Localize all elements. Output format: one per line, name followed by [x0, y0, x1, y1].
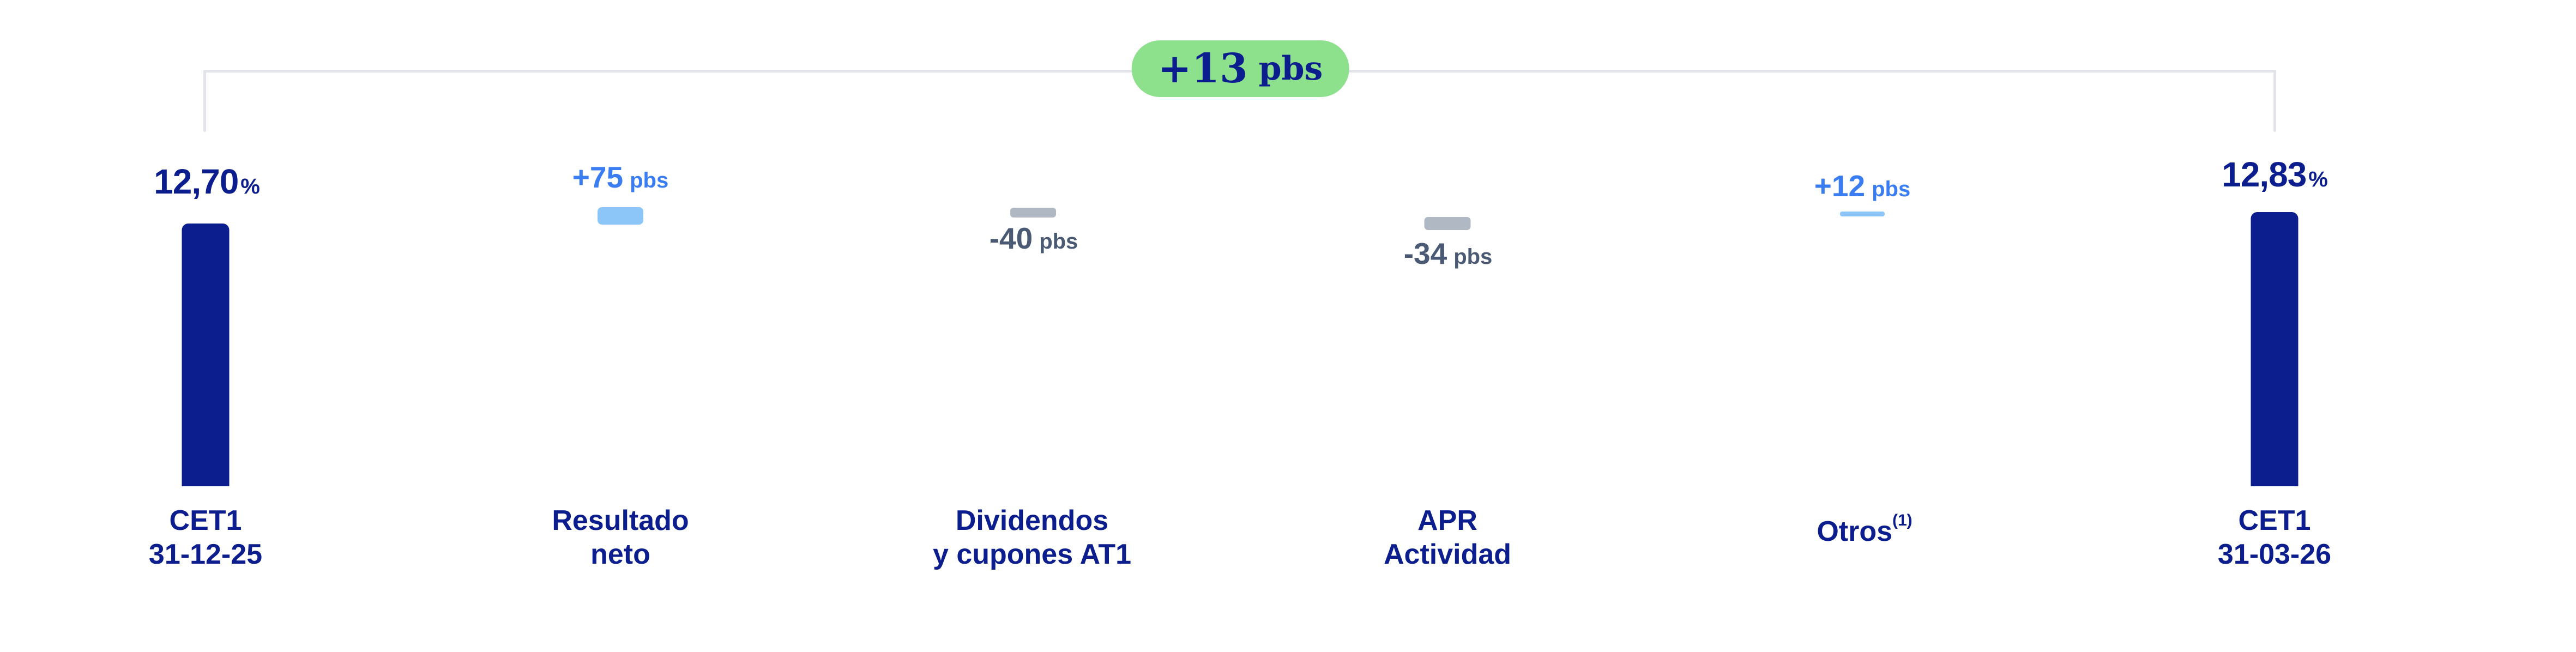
category-label-dividendos-cupones: Dividendos y cupones AT1 [933, 504, 1131, 571]
footnote-superscript: (1) [1892, 511, 1913, 529]
category-line1: Resultado [552, 505, 689, 536]
bar-cet1-31-03-26 [2251, 212, 2299, 486]
delta-bar-resultado-neto [598, 207, 643, 225]
category-label-apr-actividad: APR Actividad [1384, 504, 1511, 571]
delta-bar-dividendos-cupones [1010, 208, 1056, 218]
net-change-badge: +13 pbs [1131, 40, 1349, 97]
pbs-suffix: pbs [1039, 230, 1078, 253]
percent-suffix: % [240, 174, 260, 198]
bracket-right-tick [2273, 70, 2276, 132]
delta-value-number: +75 [572, 160, 624, 194]
delta-bar-apr-actividad [1424, 217, 1471, 230]
delta-value-number: +12 [1814, 169, 1866, 203]
total-value-number: 12,70 [154, 162, 239, 201]
pbs-suffix: pbs [630, 168, 669, 192]
total-value-cet1-31-03-26: 12,83% [2222, 155, 2328, 194]
category-line2: Actividad [1383, 539, 1512, 570]
category-label-cet1-31-03-26: CET1 31-03-26 [2218, 504, 2331, 571]
category-line2: 31-12-25 [148, 539, 263, 570]
category-label-resultado-neto: Resultado neto [552, 504, 689, 571]
delta-value-number: -34 [1403, 237, 1447, 270]
category-line1: CET1 [169, 505, 242, 536]
bracket-left-tick [203, 70, 206, 132]
category-line1: Dividendos [955, 505, 1109, 536]
category-line1: APR [1417, 505, 1477, 536]
pbs-suffix: pbs [1453, 245, 1493, 269]
delta-value-dividendos-cupones: -40 pbs [990, 224, 1078, 253]
category-label-otros: Otros(1) [1817, 504, 1912, 548]
category-label-cet1-31-12-25: CET1 31-12-25 [149, 504, 262, 571]
category-line2: 31-03-26 [2217, 539, 2332, 570]
category-line2: y cupones AT1 [932, 539, 1132, 570]
pbs-suffix: pbs [1872, 177, 1911, 201]
total-value-cet1-31-12-25: 12,70% [154, 164, 260, 199]
net-change-value: +13 [1157, 45, 1248, 92]
net-change-unit: pbs [1258, 50, 1323, 88]
bar-cet1-31-12-25 [182, 224, 230, 486]
category-line1: CET1 [2238, 505, 2311, 536]
delta-value-number: -40 [989, 221, 1033, 255]
category-line1: Otros [1817, 516, 1893, 547]
total-value-number: 12,83 [2222, 155, 2307, 194]
category-line2: neto [590, 539, 650, 570]
percent-suffix: % [2308, 167, 2328, 191]
delta-bar-otros [1840, 212, 1885, 216]
